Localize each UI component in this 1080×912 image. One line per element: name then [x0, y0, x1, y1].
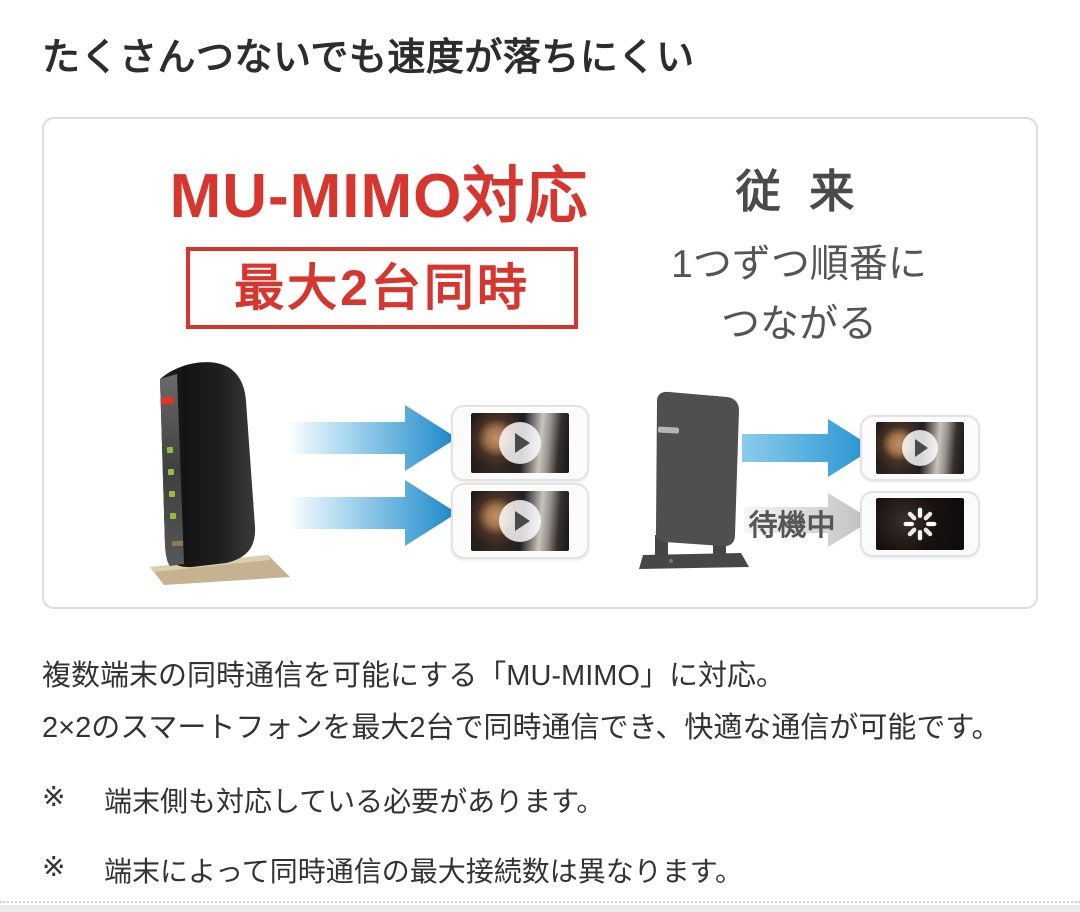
footnote-marker: ※	[42, 851, 66, 882]
section-divider	[0, 901, 1080, 903]
active-stream-arrow	[742, 419, 874, 477]
buffering-screen	[876, 498, 964, 550]
play-icon	[499, 422, 541, 464]
standby-arrow	[744, 493, 872, 547]
footnote-2: ※ 端末によって同時通信の最大接続数は異なります。	[42, 850, 743, 890]
footnote-marker: ※	[42, 781, 66, 812]
router-power-led	[160, 396, 175, 405]
page-title: たくさんつないでも速度が落ちにくい	[42, 37, 695, 79]
legacy-title: 従 来	[735, 166, 863, 217]
video-thumbnail	[471, 491, 569, 551]
footnote-text: 端末側も対応している必要があります。	[104, 786, 605, 817]
router-status-light	[657, 426, 680, 434]
play-icon	[902, 430, 938, 466]
play-icon	[499, 500, 541, 542]
comparison-figure: MU-MIMO対応 最大2台同時	[42, 117, 1038, 609]
mumimo-router-illustration	[150, 362, 290, 585]
data-stream-arrow-1	[287, 405, 457, 471]
video-thumbnail	[876, 422, 964, 474]
legacy-subtitle-line2: つながる	[720, 303, 877, 346]
legacy-subtitle-line1: 1つずつ順番に	[671, 243, 927, 286]
smartphone-streaming-1	[451, 405, 589, 481]
legacy-subtitle: 1つずつ順番に つながる	[629, 235, 969, 355]
description-line-2: 2×2のスマートフォンを最大2台で同時通信でき、快適な通信が可能です。	[42, 712, 1001, 744]
data-stream-arrow-2	[287, 480, 457, 546]
footnote-text: 端末によって同時通信の最大接続数は異なります。	[104, 856, 743, 887]
next-section-edge	[0, 905, 1080, 912]
mumimo-title: MU-MIMO対応	[169, 162, 589, 231]
smartphone-streaming-legacy	[860, 415, 980, 481]
description-line-1: 複数端末の同時通信を可能にする「MU-MIMO」に対応。	[42, 660, 785, 692]
smartphone-streaming-2	[451, 483, 589, 559]
video-thumbnail	[471, 413, 569, 473]
standby-label: 待機中	[748, 510, 836, 542]
loading-spinner-icon	[903, 507, 937, 541]
legacy-router-illustration	[639, 391, 749, 569]
smartphone-waiting	[860, 491, 980, 557]
footnote-1: ※ 端末側も対応している必要があります。	[42, 780, 604, 820]
max-devices-badge: 最大2台同時	[186, 247, 578, 329]
